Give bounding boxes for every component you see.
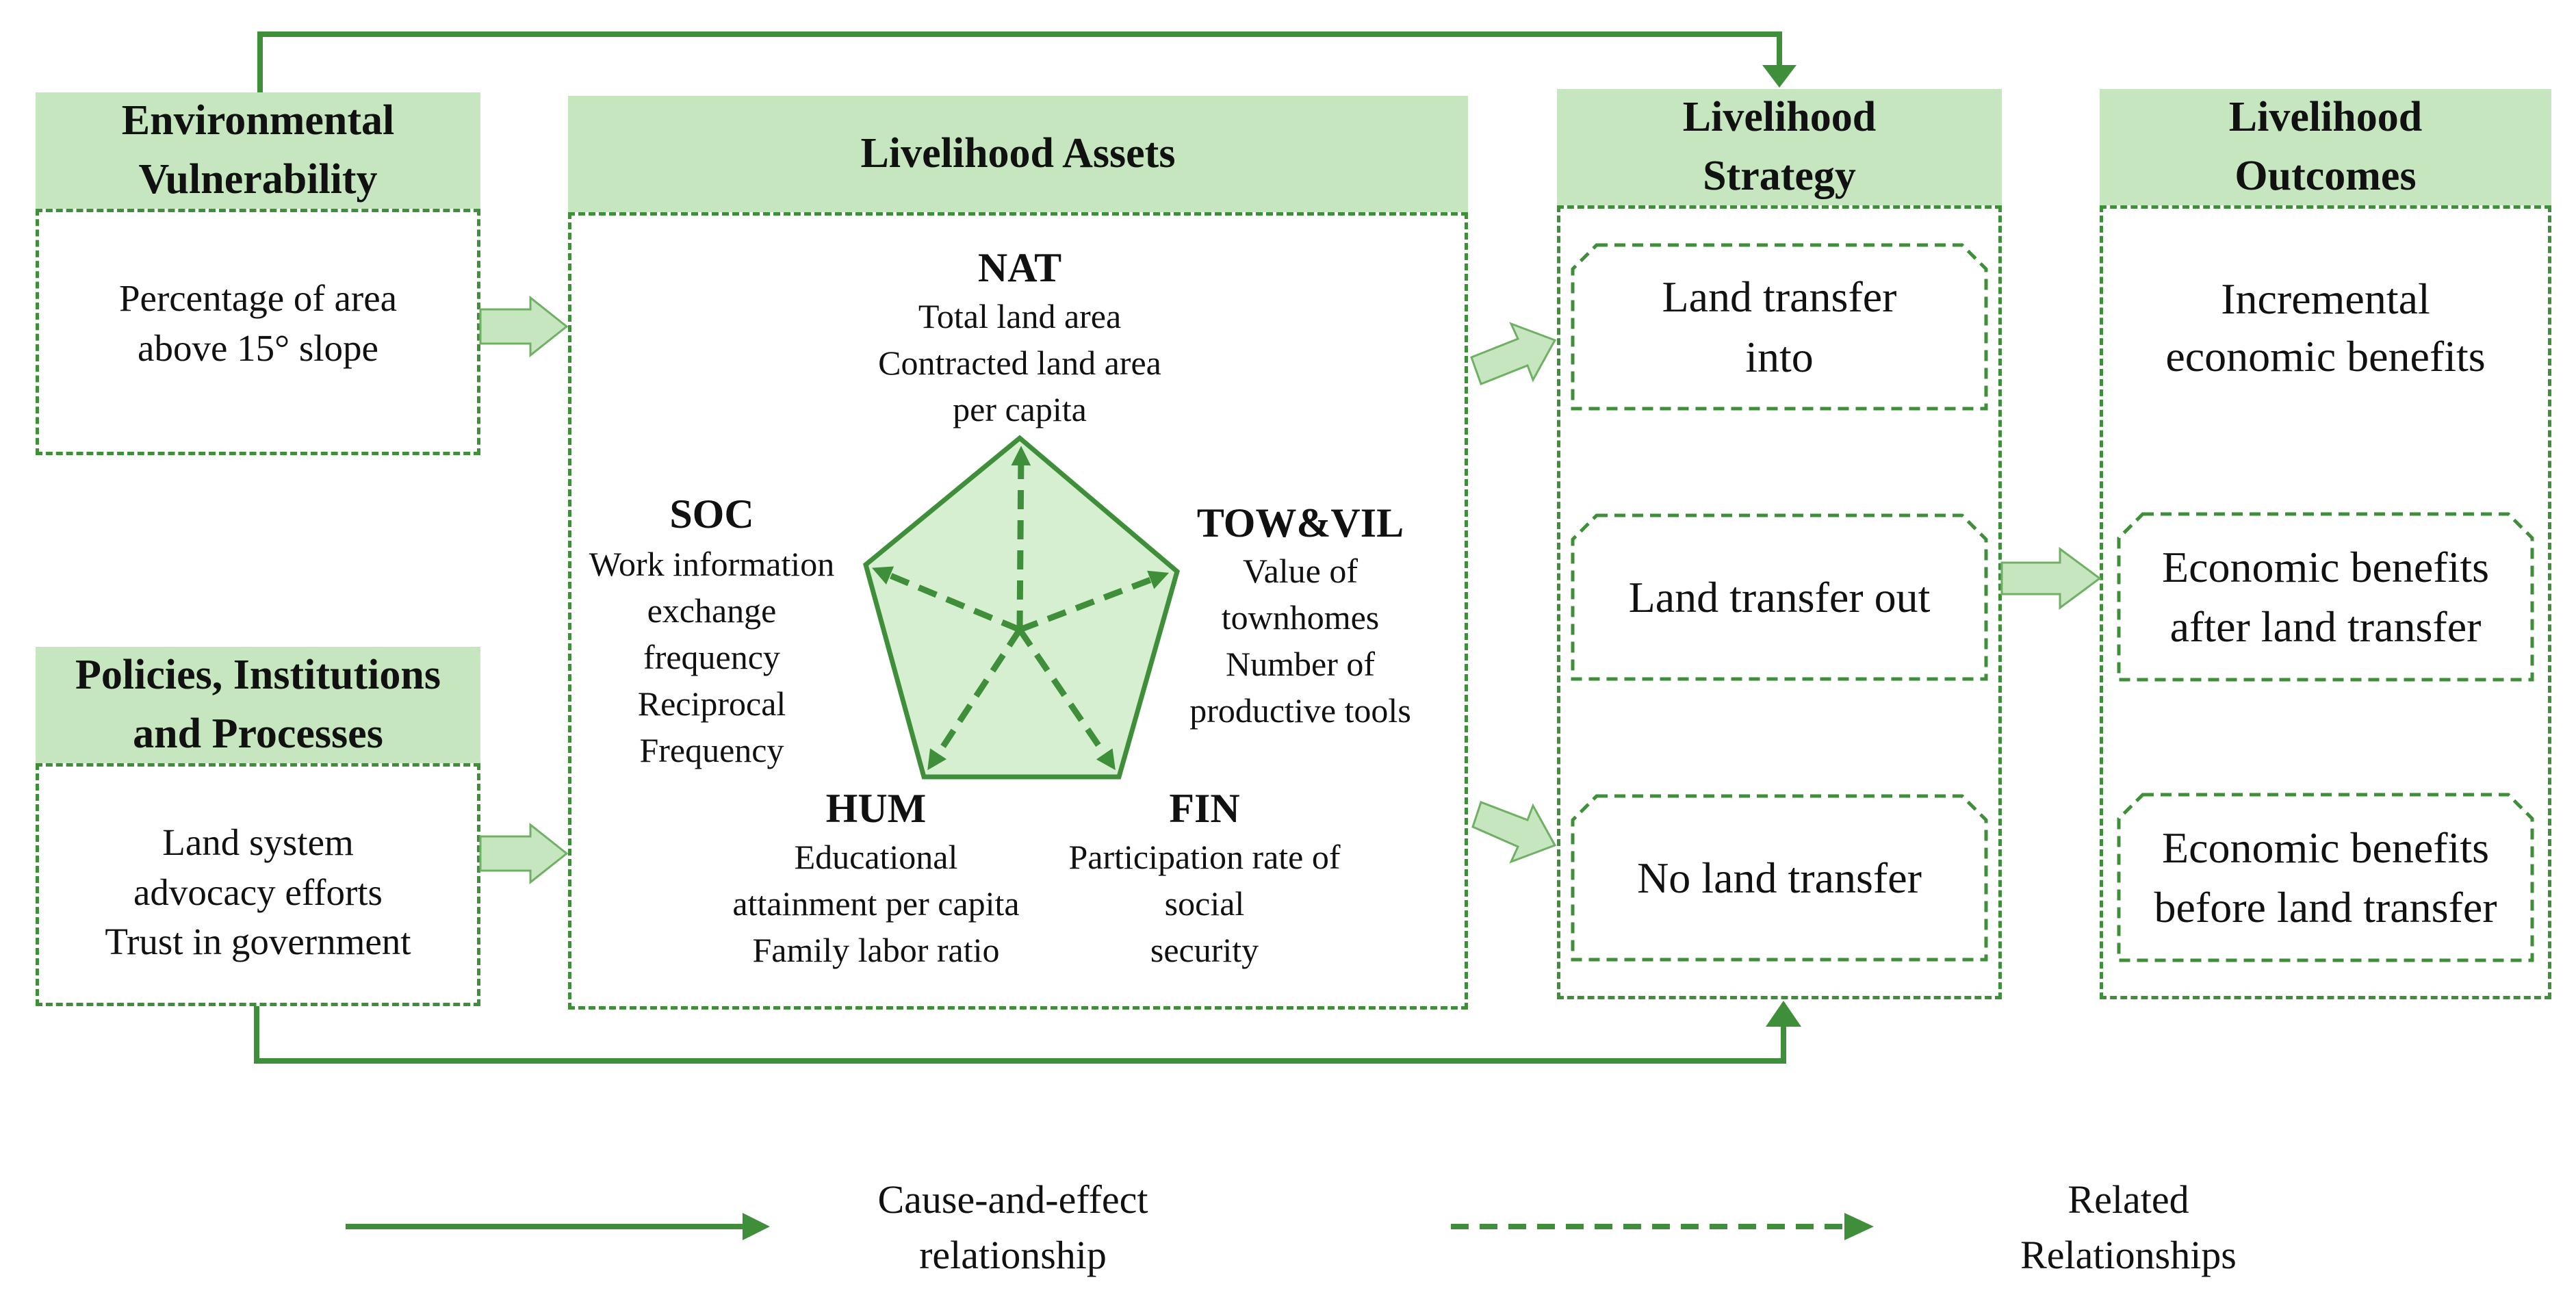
top-connector-line [257,31,1782,92]
block-arrow-policies-to-assets [479,822,569,885]
environmental-vulnerability-header: Environmental Vulnerability [36,92,480,209]
towvil-items: Value of townhomes Number of productive … [1189,552,1411,730]
soc-label: SOC [669,491,754,537]
outcome-item-after-transfer: Economic benefits after land transfer [2117,512,2534,682]
block-arrow-env-to-assets [479,295,569,358]
livelihood-assets-title: Livelihood Assets [860,130,1176,177]
outcome-item-label: Economic benefits before land transfer [2154,823,2497,932]
legend-dashed-label: Related Relationships [2020,1177,2237,1278]
policies-header: Policies, Institutions and Processes [36,647,480,763]
policies-title: Policies, Institutions and Processes [75,652,441,757]
fin-label: FIN [1169,786,1240,831]
livelihood-strategy-header: Livelihood Strategy [1557,89,2002,205]
top-connector-arrowhead [1762,65,1796,88]
environmental-vulnerability-content: Percentage of area above 15° slope [118,277,398,369]
legend-solid-label: Cause-and-effect relationship [877,1177,1148,1278]
hum-items: Educational attainment per capita Family… [732,838,1020,969]
livelihood-outcomes-header: Livelihood Outcomes [2100,89,2551,205]
block-arrow-strategy-to-outcomes [2000,547,2102,610]
fin-items: Participation rate of social security [1068,838,1341,969]
strategy-item-land-transfer-into: Land transfer into [1571,243,1988,411]
outcome-item-label: Economic benefits after land transfer [2161,542,2490,651]
bottom-connector-line [254,1006,1786,1064]
strategy-item-label: Land transfer out [1628,572,1931,621]
environmental-vulnerability-title: Environmental Vulnerability [121,97,395,203]
bottom-connector-arrowhead [1766,1001,1801,1027]
soc-items: Work information exchange frequency Reci… [589,545,835,769]
livelihood-assets-header: Livelihood Assets [568,96,1468,212]
strategy-item-label: Land transfer into [1662,272,1897,381]
environmental-vulnerability-box [36,209,480,455]
block-arrow-assets-to-no-transfer [1471,801,1557,864]
strategy-item-label: No land transfer [1637,853,1922,902]
strategy-item-no-land-transfer: No land transfer [1571,794,1988,962]
nat-label: NAT [977,245,1062,290]
nat-items: Total land area Contracted land area per… [878,297,1161,428]
policies-content: Land system advocacy efforts Trust in go… [105,821,411,963]
towvil-label: TOW&VIL [1196,500,1404,546]
hum-label: HUM [825,786,927,831]
legend-solid-arrowhead [743,1213,770,1240]
policies-box [36,763,480,1006]
strategy-item-land-transfer-out: Land transfer out [1571,513,1988,681]
livelihood-outcomes-title: Livelihood Outcomes [2228,94,2423,199]
legend-dashed-arrowhead [1844,1213,1874,1240]
outcome-item-before-transfer: Economic benefits before land transfer [2117,793,2534,962]
livelihood-strategy-title: Livelihood Strategy [1682,94,1877,199]
outcome-item-incremental: Incremental economic benefits [2165,274,2486,381]
block-arrow-assets-to-strategy-into [1470,322,1557,385]
